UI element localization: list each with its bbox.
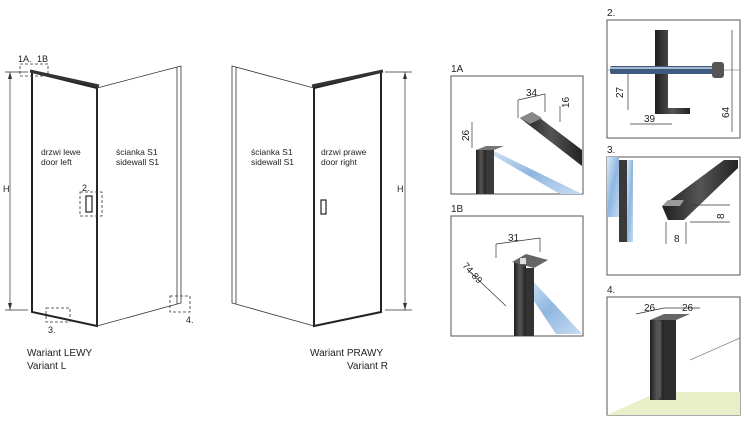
left-variant-en: Variant L [27, 361, 67, 372]
detail-3-dim-8-vertical: 8 [716, 213, 727, 219]
left-wall-label-en: sidewall S1 [116, 157, 159, 167]
callout-1b-label: 1B [37, 54, 48, 64]
detail-3: 3. 8 8 [606, 145, 741, 276]
callout-3-label: 3. [48, 325, 56, 335]
left-variant-drawing: H 1A. 1B 2. 3. 4. drzwi lewe door left ś… [3, 54, 194, 372]
callout-3-box [45, 307, 71, 323]
callout-2-label: 2. [82, 183, 90, 193]
callout-4-box [169, 295, 191, 313]
right-wall-label-en: sidewall S1 [251, 157, 294, 167]
detail-2: 2. 27 39 64 [606, 8, 741, 139]
detail-1a-dim-26: 26 [461, 129, 472, 141]
left-door-label-en: door left [41, 157, 72, 167]
left-variant-pl: Wariant LEWY [27, 348, 93, 359]
right-door-label-pl: drzwi prawe [321, 147, 367, 157]
right-wall-label-pl: ścianka S1 [251, 147, 293, 157]
detail-2-dim-64: 64 [721, 106, 732, 118]
callout-4-label: 4. [186, 315, 194, 325]
right-variant-drawing: H ścianka S1 sidewall S1 drzwi prawe doo… [231, 65, 412, 372]
detail-4-dim-26-right: 26 [682, 303, 694, 314]
detail-1b-title: 1B [451, 204, 464, 215]
detail-4-title: 4. [607, 285, 615, 296]
detail-4-dim-26-left: 26 [644, 303, 656, 314]
detail-4: 4. 26 26 [606, 285, 741, 416]
detail-1b: 1B 31 74-89 [450, 204, 584, 337]
detail-3-dim-8-horizontal: 8 [674, 234, 680, 245]
right-door-label-en: door right [321, 157, 358, 167]
right-variant-en: Variant R [347, 361, 388, 372]
detail-2-dim-27: 27 [615, 86, 626, 98]
right-height-label: H [397, 184, 404, 194]
detail-1a-title: 1A [451, 64, 464, 75]
detail-1a-dim-34: 34 [526, 88, 538, 99]
detail-1a: 1A 34 16 26 [450, 64, 584, 195]
left-wall-label-pl: ścianka S1 [116, 147, 158, 157]
detail-2-title: 2. [607, 8, 615, 19]
right-variant-pl: Wariant PRAWY [310, 348, 383, 359]
left-height-label: H [3, 184, 10, 194]
detail-1b-dim-31: 31 [508, 233, 520, 244]
detail-3-title: 3. [607, 145, 615, 156]
left-door-label-pl: drzwi lewe [41, 147, 81, 157]
detail-1a-dim-16: 16 [561, 96, 572, 108]
detail-2-dim-39: 39 [644, 114, 656, 125]
callout-2-box [79, 191, 103, 217]
callout-1a-label: 1A. [18, 54, 32, 64]
